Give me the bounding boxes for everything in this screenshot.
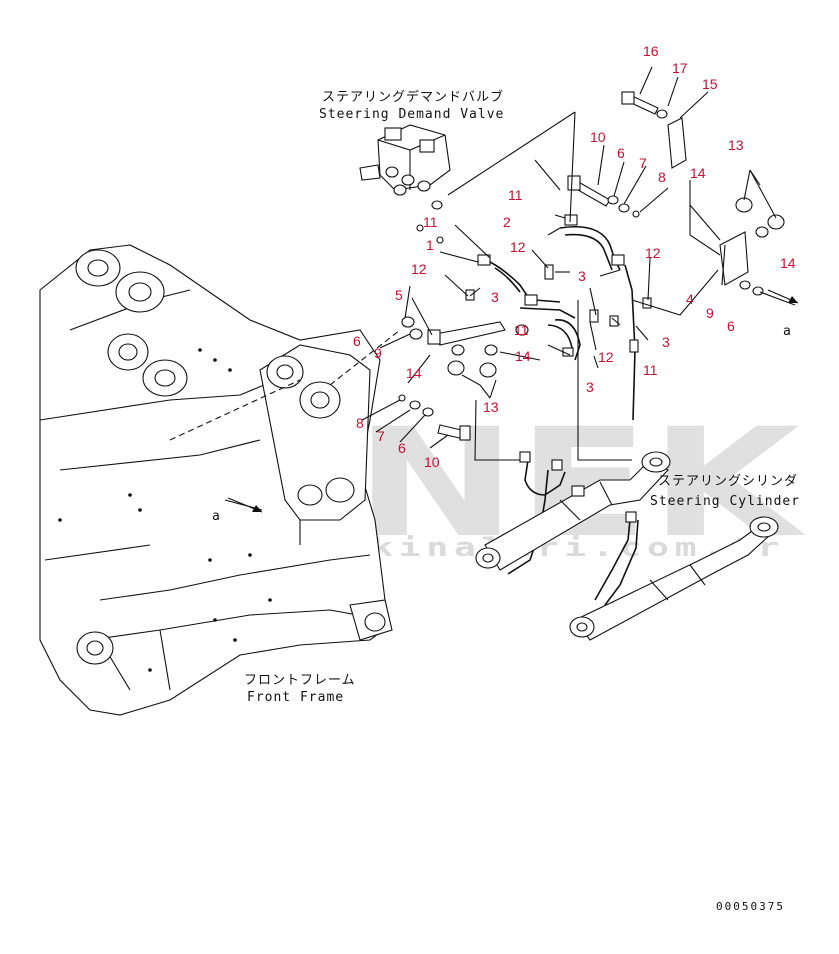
callout-3: 3	[491, 289, 499, 305]
component-labels: ステアリングデマンドバルブ Steering Demand Valve ステアリ…	[244, 89, 800, 705]
reference-arrow-left: a	[212, 497, 263, 524]
callout-9: 9	[706, 305, 714, 321]
callout-1: 1	[426, 237, 434, 253]
steering-demand-valve	[359, 124, 451, 244]
callout-5: 5	[395, 287, 403, 303]
callout-17: 17	[672, 60, 688, 76]
reference-arrow-right: a	[767, 289, 799, 339]
document-number: 00050375	[716, 900, 785, 913]
callout-8: 8	[356, 415, 364, 431]
callout-11: 11	[514, 322, 529, 338]
hydraulic-hoses	[465, 214, 639, 606]
callout-13: 13	[728, 137, 744, 153]
brackets-and-bolts	[398, 91, 785, 441]
callout-11: 11	[643, 362, 658, 378]
front-frame	[39, 244, 393, 716]
callout-14: 14	[690, 165, 706, 181]
reference-mark-left: a	[212, 509, 221, 524]
reference-mark-right: a	[783, 324, 792, 339]
callout-12: 12	[645, 245, 661, 261]
frame-label-en: Front Frame	[247, 690, 344, 705]
callout-6: 6	[727, 318, 735, 334]
valve-label-jp: ステアリングデマンドバルブ	[322, 89, 504, 105]
callout-14: 14	[515, 348, 531, 364]
callout-14: 14	[780, 255, 796, 271]
callout-6: 6	[398, 440, 406, 456]
steering-cylinders	[475, 451, 779, 641]
callout-14: 14	[406, 365, 422, 381]
valve-label-en: Steering Demand Valve	[319, 107, 504, 122]
callout-numbers: 16 17 15 10 6 7 8 13 14 11 2 11 1 12 12 …	[353, 43, 796, 470]
callout-11: 11	[508, 187, 523, 203]
cylinder-label-jp: ステアリングシリンダ	[658, 474, 798, 489]
callout-10: 10	[590, 129, 606, 145]
callout-16: 16	[643, 43, 659, 59]
callout-12: 12	[510, 239, 526, 255]
callout-15: 15	[702, 76, 718, 92]
leader-lines	[169, 66, 796, 545]
callout-7: 7	[377, 428, 385, 444]
callout-8: 8	[658, 169, 666, 185]
callout-7: 7	[639, 155, 647, 171]
callout-12: 12	[598, 349, 614, 365]
frame-label-jp: フロントフレーム	[244, 673, 356, 688]
callout-10: 10	[424, 454, 440, 470]
callout-12: 12	[411, 261, 427, 277]
callout-11: 11	[423, 214, 438, 230]
frame-bolt-holes	[58, 348, 272, 672]
callout-4: 4	[686, 291, 694, 307]
callout-13: 13	[483, 399, 499, 415]
cylinder-label-en: Steering Cylinder	[650, 494, 800, 509]
callout-3: 3	[578, 268, 586, 284]
callout-3: 3	[586, 379, 594, 395]
callout-3: 3	[662, 334, 670, 350]
callout-6: 6	[353, 333, 361, 349]
callout-6: 6	[617, 145, 625, 161]
callout-2: 2	[503, 214, 511, 230]
callout-9: 9	[374, 345, 382, 361]
